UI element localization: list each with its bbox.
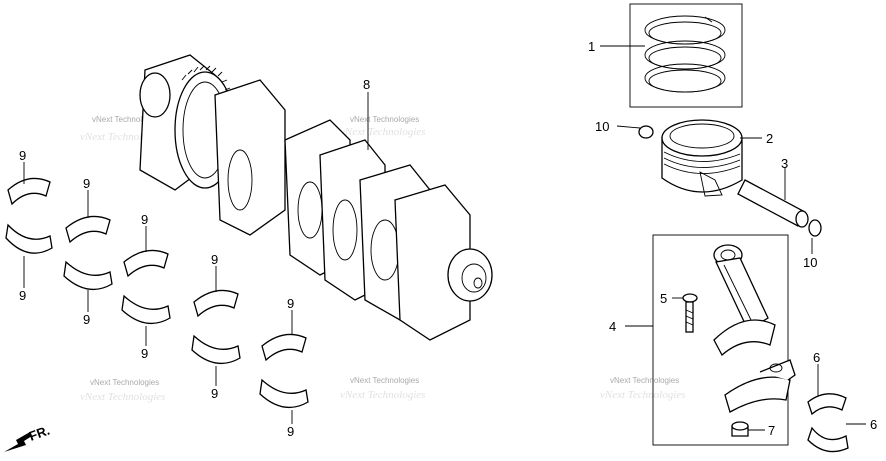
callout-9-b2-top: 9 bbox=[83, 176, 90, 191]
watermark-5: vNext Technologies bbox=[610, 376, 679, 385]
main-bearing-pair-5[interactable] bbox=[259, 333, 309, 409]
watermark-4: vNext Technologies bbox=[350, 376, 419, 385]
callout-9-b3-top: 9 bbox=[141, 212, 148, 227]
callout-7: 7 bbox=[768, 423, 775, 438]
leader-lines bbox=[23, 45, 866, 431]
main-bearing-pair-3[interactable] bbox=[121, 249, 171, 325]
piston-pin[interactable] bbox=[737, 179, 809, 228]
front-label: FR. bbox=[27, 423, 52, 444]
callout-1: 1 bbox=[588, 39, 595, 54]
watermarks: vNext Technologies vNext Technologies vN… bbox=[80, 115, 685, 403]
callout-6-upper: 6 bbox=[813, 350, 820, 365]
piston-rings[interactable] bbox=[629, 3, 743, 108]
connecting-rod-box bbox=[652, 234, 789, 446]
callout-2: 2 bbox=[766, 131, 773, 146]
callout-6-lower: 6 bbox=[870, 417, 877, 432]
conrod-bearing-pair[interactable] bbox=[807, 393, 849, 453]
front-arrow-icon bbox=[4, 432, 32, 452]
callout-9-b1-top: 9 bbox=[19, 148, 26, 163]
callout-10-upper: 10 bbox=[595, 119, 609, 134]
watermark-faint-4: vNext Technologies bbox=[340, 389, 425, 401]
connecting-rod-nut[interactable] bbox=[731, 421, 749, 437]
callout-4: 4 bbox=[609, 319, 616, 334]
callout-10-lower: 10 bbox=[803, 255, 817, 270]
piston[interactable] bbox=[661, 119, 743, 197]
main-bearing-pair-2[interactable] bbox=[63, 215, 113, 291]
piston-rings-box bbox=[629, 3, 743, 108]
watermark-1: vNext Technologies bbox=[92, 115, 161, 124]
callout-3: 3 bbox=[781, 156, 788, 171]
callout-9-b5-top: 9 bbox=[287, 296, 294, 311]
callout-9-b4-bottom: 9 bbox=[211, 386, 218, 401]
piston-pin-clip-lower[interactable] bbox=[808, 219, 822, 237]
crankshaft[interactable] bbox=[139, 54, 493, 341]
callout-9-b3-bottom: 9 bbox=[141, 346, 148, 361]
connecting-rod-bolt[interactable] bbox=[682, 293, 698, 333]
callout-5: 5 bbox=[660, 291, 667, 306]
watermark-2: vNext Technologies bbox=[350, 115, 419, 124]
callout-9-b5-bottom: 9 bbox=[287, 424, 294, 439]
watermark-faint-5: vNext Technologies bbox=[600, 389, 685, 401]
callout-9-b2-bottom: 9 bbox=[83, 312, 90, 327]
piston-pin-clip-upper[interactable] bbox=[638, 125, 654, 139]
front-direction-indicator: FR. bbox=[4, 423, 52, 452]
watermark-faint-3: vNext Technologies bbox=[80, 391, 165, 403]
callout-8: 8 bbox=[363, 77, 370, 92]
watermark-3: vNext Technologies bbox=[90, 378, 159, 387]
main-bearing-pair-4[interactable] bbox=[191, 289, 241, 365]
callouts: 1 2 3 4 5 6 6 7 8 10 10 9 9 9 9 9 9 9 9 … bbox=[19, 39, 877, 439]
main-bearing-pair-1[interactable] bbox=[5, 177, 53, 254]
callout-9-b1-bottom: 9 bbox=[19, 288, 26, 303]
callout-9-b4-top: 9 bbox=[211, 252, 218, 267]
watermark-faint-2: vNext Technologies bbox=[340, 126, 425, 138]
connecting-rod-assembly[interactable] bbox=[652, 234, 796, 446]
